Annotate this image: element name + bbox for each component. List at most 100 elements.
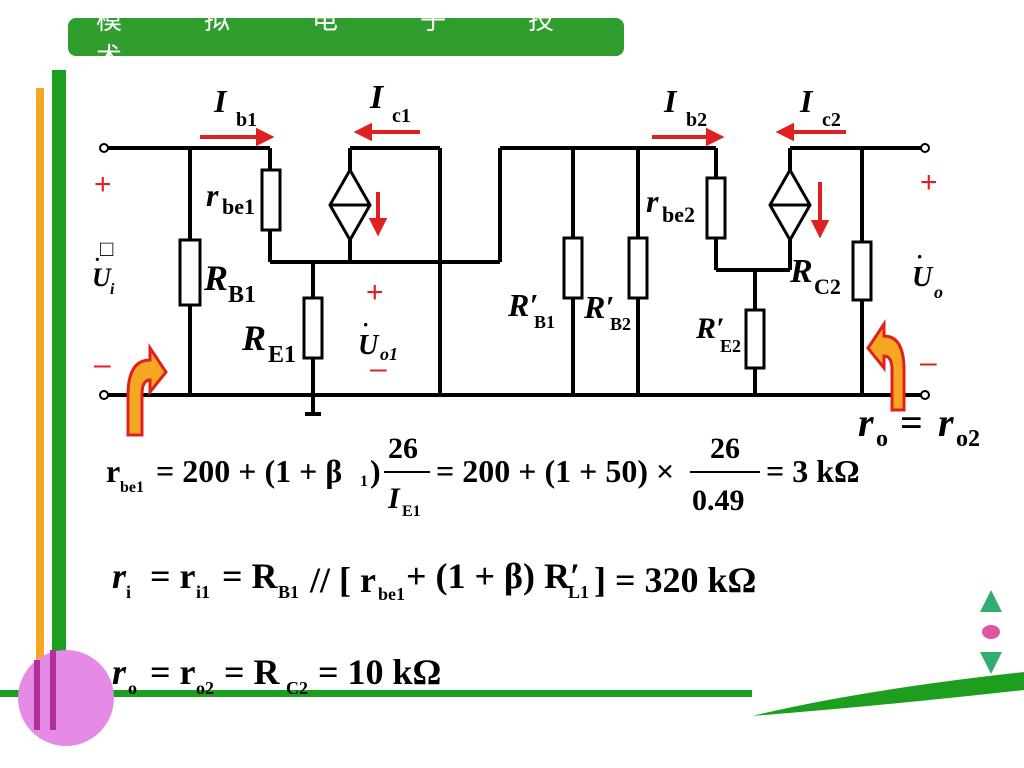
f3-eq1-sub: o2 [196, 678, 214, 698]
label-uo: U [912, 262, 934, 293]
resistor-rb1 [178, 238, 202, 307]
nav-down-icon[interactable] [978, 650, 1004, 676]
orange-bar-decoration [36, 88, 44, 728]
label-rc2: R [789, 253, 813, 290]
label-ro-rhs: r [938, 400, 954, 445]
label-ic1: I [369, 79, 385, 116]
slide-title-text: 模 拟 电 子 技 术 [96, 6, 637, 72]
f2-rest-sub: L1 [568, 582, 589, 602]
label-ib1-sub: b1 [236, 109, 257, 131]
f2-lhs-sub: i [126, 582, 131, 602]
f2-eq1-sub: i1 [196, 582, 210, 602]
input-resistance-arrow [126, 343, 168, 437]
f2-par-sub: be1 [378, 584, 405, 604]
resistor-rbe2 [705, 176, 727, 240]
nav-up-icon[interactable] [978, 588, 1004, 614]
formula-rbe1: r be1 = 200 + (1 + β 1 ) 26 I E1 = 200 +… [106, 432, 860, 520]
f2-eq1: = r [150, 556, 196, 596]
label-ib2-sub: b2 [686, 109, 707, 131]
label-rbe1: r [206, 177, 219, 213]
label-ic2-sub: c2 [822, 109, 841, 131]
formula-ri: r i = r i1 = R B1 // [ r be1 + (1 + β) R… [112, 556, 756, 604]
slide-title: 模 拟 电 子 技 术 [68, 6, 624, 72]
dot-uo1: · [362, 312, 369, 337]
f1-lhs: r [106, 453, 120, 489]
f1-part2: ) [370, 453, 381, 489]
label-re1-sub: E1 [268, 342, 296, 368]
f2-eq2: = R [222, 556, 279, 596]
resistor-re1 [302, 296, 324, 360]
label-re2p: R′ [695, 312, 724, 345]
label-rbe2-sub: be2 [662, 202, 695, 227]
resistor-rbe1 [260, 168, 282, 232]
dot-ui: · [94, 249, 101, 271]
f1-part4: = 3 kΩ [766, 453, 860, 489]
minus-mid: – [370, 352, 387, 385]
label-ro-lhs: r [858, 400, 874, 445]
bottom-line-decoration [0, 690, 752, 697]
label-uo1: U [358, 330, 380, 361]
nav-dot-icon[interactable] [978, 622, 1004, 642]
label-box-glyph: □ [100, 236, 113, 261]
resistor-rc2 [851, 240, 873, 302]
label-ui-sub: i [110, 281, 115, 298]
f3-lhs-sub: o [128, 678, 137, 698]
minus-output: – [920, 346, 937, 379]
f2-end: ] = 320 kΩ [594, 560, 756, 600]
label-ui: U [92, 263, 112, 292]
f1-beta-sub: 1 [360, 473, 368, 490]
f1-den2: 0.49 [692, 484, 745, 517]
minus-input: – [94, 348, 111, 381]
f1-den1: I [387, 482, 401, 515]
label-rb1p: R′ [507, 287, 538, 323]
label-rb2p: R′ [583, 289, 614, 325]
f1-lhs-sub: be1 [120, 479, 144, 496]
label-rb1: R [203, 258, 228, 298]
f1-part1: = 200 + (1 + β [156, 453, 342, 489]
f3-eq2: = R [224, 652, 281, 692]
label-re1: R [241, 318, 266, 358]
label-ib1: I [213, 83, 228, 119]
f2-eq2-sub: B1 [278, 582, 299, 602]
resistor-re2p [744, 308, 766, 370]
f2-par: // [ r [309, 560, 376, 600]
f2-rest: + (1 + β) R′ [406, 556, 580, 596]
dot-uo: · [916, 244, 923, 269]
label-rc2-sub: C2 [814, 274, 841, 299]
f1-part3: = 200 + (1 + 50) × [436, 453, 674, 489]
label-rb2p-sub: B2 [610, 314, 631, 334]
cross-vertical-decoration [34, 660, 40, 730]
f1-num1: 26 [388, 432, 418, 465]
f1-den1-sub: E1 [402, 503, 421, 520]
label-re2p-sub: E2 [720, 336, 741, 356]
plus-mid: + [366, 276, 384, 309]
plus-input: + [94, 168, 112, 201]
plus-output: + [920, 166, 938, 199]
label-ro-lhs-sub: o [876, 426, 888, 452]
f2-lhs: r [112, 556, 127, 596]
cross-vertical-decoration-2 [50, 650, 56, 730]
label-ro-eq: = [900, 400, 923, 445]
f3-eq2-sub: C2 [286, 678, 308, 698]
f1-num2: 26 [710, 432, 740, 465]
formula-ro: r o = r o2 = R C2 = 10 kΩ [112, 652, 441, 698]
green-bar-decoration [52, 70, 66, 710]
resistor-rb1p [562, 236, 584, 300]
output-resistance-arrow [866, 319, 906, 412]
f3-end: = 10 kΩ [318, 652, 441, 692]
resistor-rb2p [627, 236, 649, 300]
label-rb1-sub: B1 [228, 282, 256, 308]
leaf-decoration [752, 672, 1024, 716]
label-rb1p-sub: B1 [534, 312, 555, 332]
label-ib2: I [663, 83, 678, 119]
label-ic1-sub: c1 [392, 105, 411, 127]
label-ro-rhs-sub: o2 [956, 426, 980, 452]
label-rbe1-sub: be1 [222, 194, 255, 219]
label-rbe2: r [646, 183, 659, 219]
f3-lhs: r [112, 652, 127, 692]
f3-eq1: = r [150, 652, 196, 692]
label-uo-sub: o [934, 282, 943, 302]
label-uo1-sub: o1 [380, 344, 398, 364]
label-ic2: I [799, 83, 814, 119]
